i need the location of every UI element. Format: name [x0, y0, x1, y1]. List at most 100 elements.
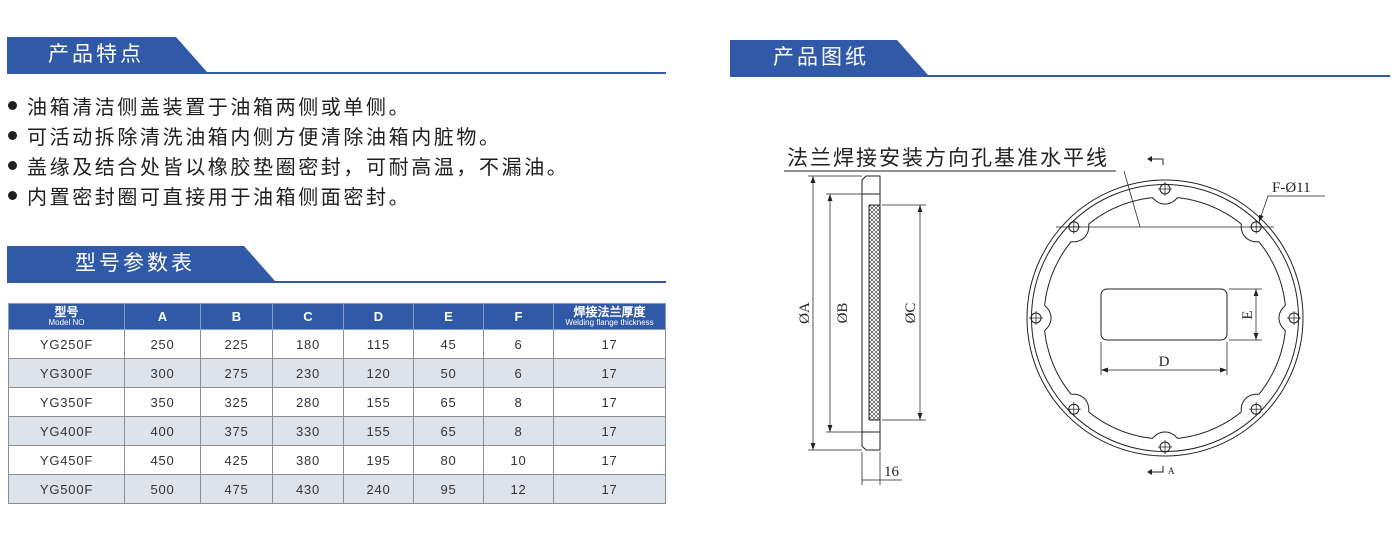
list-item: 油箱清洁侧盖装置于油箱两侧或单侧。: [7, 90, 569, 120]
hole-leader-line: [1258, 195, 1269, 223]
table-header-row: 型号 Model NO A B C D E F 焊接法兰厚度 Welding f…: [8, 303, 666, 330]
feature-text: 油箱清洁侧盖装置于油箱两侧或单侧。: [27, 94, 412, 119]
datum-leader-line: [1123, 170, 1141, 228]
section-arrow-icon: [1147, 469, 1152, 475]
header-a: A: [124, 303, 201, 330]
list-item: 盖缘及结合处皆以橡胶垫圈密封，可耐高温，不漏油。: [7, 150, 569, 180]
cell-a: 300: [124, 358, 201, 388]
cell-d: 115: [343, 329, 414, 359]
cell-f: 10: [483, 445, 554, 475]
cell-flange-thickness: 17: [553, 474, 666, 504]
drawing-title-tab: 产品图纸: [730, 40, 928, 75]
cell-f: 12: [483, 474, 554, 504]
bullet-icon: [8, 160, 17, 170]
header-e: E: [413, 303, 484, 330]
table-row: YG300F 300 275 230 120 50 6 17: [8, 358, 666, 388]
header-flange-thickness-sublabel: Welding flange thickness: [565, 318, 654, 327]
cell-b: 475: [200, 474, 273, 504]
bolt-hole: [1066, 402, 1081, 417]
flange-outer-edge: [1026, 179, 1304, 457]
cell-c: 230: [272, 358, 344, 388]
dimension-label-d: D: [1159, 354, 1170, 370]
cell-f: 8: [483, 416, 554, 446]
cell-model: YG350F: [8, 387, 125, 417]
feature-text: 可活动拆除清洗油箱内侧方便清除油箱内脏物。: [27, 124, 502, 149]
cell-a: 500: [124, 474, 201, 504]
hole-label: F-Ø11: [1272, 180, 1311, 196]
section-marker-top: [1147, 156, 1164, 165]
cell-c: 280: [272, 387, 344, 417]
cell-c: 330: [272, 416, 344, 446]
list-item: 可活动拆除清洗油箱内侧方便清除油箱内脏物。: [7, 120, 569, 150]
cell-b: 425: [200, 445, 273, 475]
specs-title-tab: 型号参数表: [7, 246, 275, 281]
section-arrow-icon: [1147, 156, 1152, 162]
cell-model: YG250F: [8, 329, 125, 359]
cell-flange-thickness: 17: [553, 387, 666, 417]
header-c: C: [272, 303, 344, 330]
cell-c: 180: [272, 329, 344, 359]
cell-flange-thickness: 17: [553, 329, 666, 359]
features-title-tab: 产品特点: [7, 37, 207, 72]
section-marker-line: [1152, 158, 1164, 165]
table-row: YG450F 450 425 380 195 80 10 17: [8, 445, 666, 475]
front-view: F-Ø11 E D: [1026, 179, 1325, 457]
bolt-hole: [1287, 311, 1301, 325]
specs-title: 型号参数表: [75, 251, 195, 275]
flange-profile: [861, 175, 881, 451]
bolt-hole: [1249, 219, 1264, 234]
cell-d: 155: [343, 387, 414, 417]
cell-f: 8: [483, 387, 554, 417]
cell-c: 380: [272, 445, 344, 475]
cell-d: 240: [343, 474, 414, 504]
side-view: ØA ØB ØC 16: [797, 175, 926, 485]
features-title: 产品特点: [48, 42, 144, 66]
feature-text: 内置密封圈可直接用于油箱侧面密封。: [27, 184, 412, 209]
cell-d: 195: [343, 445, 414, 475]
cell-a: 400: [124, 416, 201, 446]
cell-b: 275: [200, 358, 273, 388]
header-flange-thickness: 焊接法兰厚度 Welding flange thickness: [553, 303, 666, 330]
dimension-label-b: ØB: [835, 303, 851, 324]
cell-a: 250: [124, 329, 201, 359]
gasket-section-hatch: [869, 205, 880, 420]
product-drawing: 法兰焊接安装方向孔基准水平线 A ØA ØB ØC: [784, 146, 1325, 485]
cell-a: 450: [124, 445, 201, 475]
cell-flange-thickness: 17: [553, 445, 666, 475]
features-list: 油箱清洁侧盖装置于油箱两侧或单侧。 可活动拆除清洗油箱内侧方便清除油箱内脏物。 …: [7, 90, 569, 210]
cell-d: 120: [343, 358, 414, 388]
cell-d: 155: [343, 416, 414, 446]
dimension-label-e: E: [1240, 310, 1256, 319]
bullet-icon: [8, 100, 17, 110]
cell-flange-thickness: 17: [553, 416, 666, 446]
header-b: B: [200, 303, 273, 330]
header-model-label: 型号: [54, 305, 79, 319]
bolt-hole: [1158, 182, 1172, 196]
drawing-title: 产品图纸: [773, 45, 869, 69]
dimension-label-thickness: 16: [884, 464, 900, 480]
bullet-icon: [8, 190, 17, 200]
bolt-hole: [1158, 440, 1172, 454]
bullet-icon: [8, 130, 17, 140]
datum-label: 法兰焊接安装方向孔基准水平线: [787, 146, 1109, 170]
cell-flange-thickness: 17: [553, 358, 666, 388]
cell-e: 80: [413, 445, 484, 475]
header-flange-thickness-label: 焊接法兰厚度: [573, 305, 646, 319]
dimension-label-c: ØC: [903, 303, 919, 324]
cell-e: 45: [413, 329, 484, 359]
bolt-hole: [1249, 402, 1264, 417]
cell-a: 350: [124, 387, 201, 417]
cell-e: 65: [413, 416, 484, 446]
cell-e: 95: [413, 474, 484, 504]
bolt-hole: [1066, 219, 1081, 234]
cell-e: 65: [413, 387, 484, 417]
specs-section-header: 型号参数表: [7, 246, 666, 283]
header-model: 型号 Model NO: [8, 303, 125, 330]
header-d: D: [343, 303, 414, 330]
cell-model: YG450F: [8, 445, 125, 475]
cell-b: 375: [200, 416, 273, 446]
cell-model: YG300F: [8, 358, 125, 388]
cell-e: 50: [413, 358, 484, 388]
cell-b: 325: [200, 387, 273, 417]
header-model-sublabel: Model NO: [48, 318, 85, 327]
